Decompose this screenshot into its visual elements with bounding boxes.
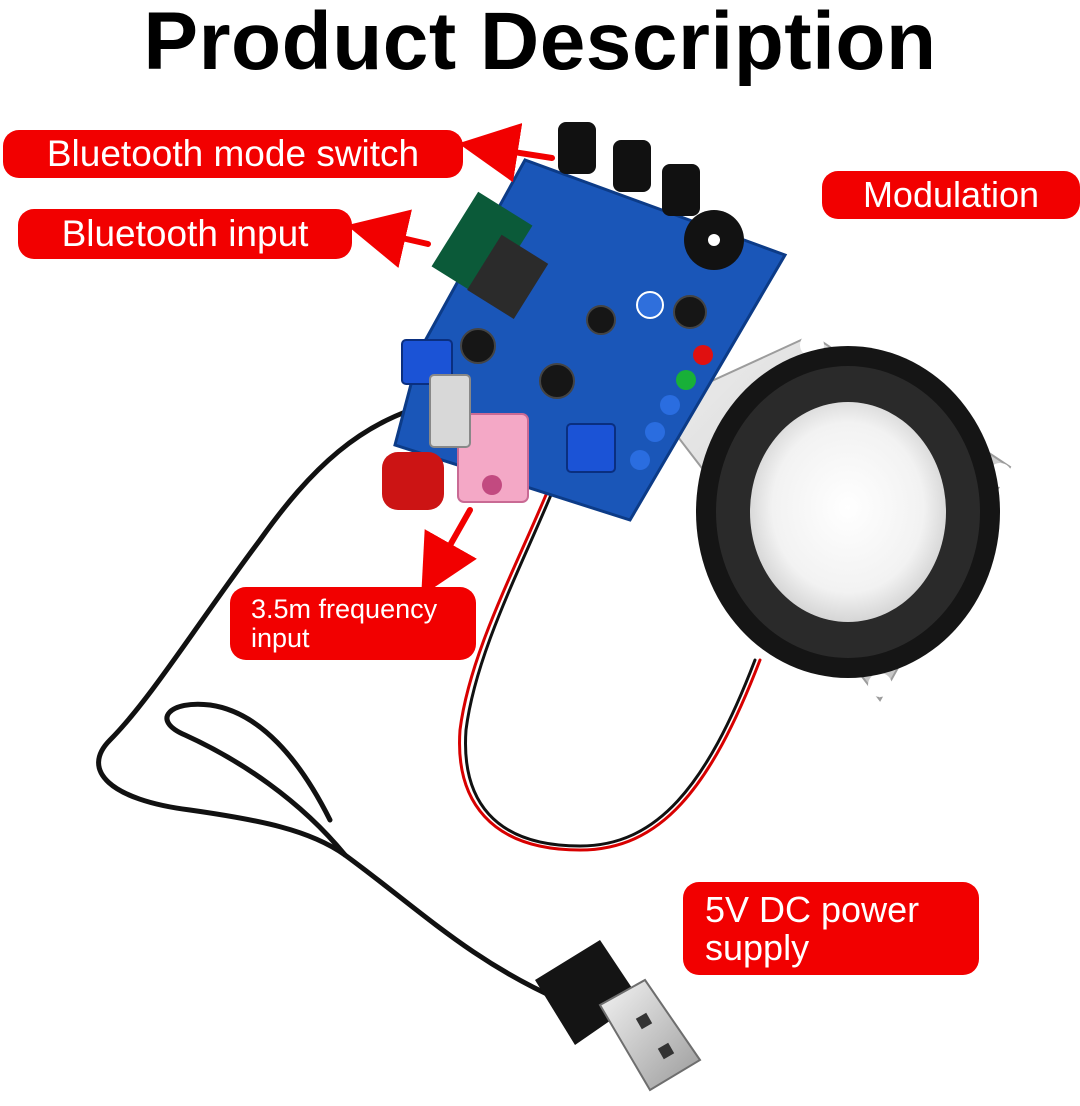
callout-power-supply: 5V DC power supply	[683, 882, 979, 975]
usb-plug-icon	[535, 940, 702, 1092]
callout-bluetooth-mode-switch: Bluetooth mode switch	[3, 130, 463, 178]
arrow-icon	[346, 122, 555, 597]
callout-modulation: Modulation	[822, 171, 1080, 219]
callout-frequency-line-2: input	[251, 623, 310, 653]
page-title: Product Description	[143, 0, 937, 87]
callout-frequency-input: 3.5m frequency input	[230, 587, 476, 660]
callout-bluetooth-input: Bluetooth input	[18, 209, 352, 259]
circuit-board-icon	[382, 122, 788, 522]
callout-power-line-2: supply	[705, 927, 810, 968]
callout-power-line-1: 5V DC power	[705, 889, 920, 930]
speaker-wire	[458, 476, 762, 852]
callout-frequency-line-1: 3.5m frequency	[251, 594, 438, 624]
speaker-icon	[653, 333, 1012, 702]
usb-cable	[96, 399, 563, 1003]
